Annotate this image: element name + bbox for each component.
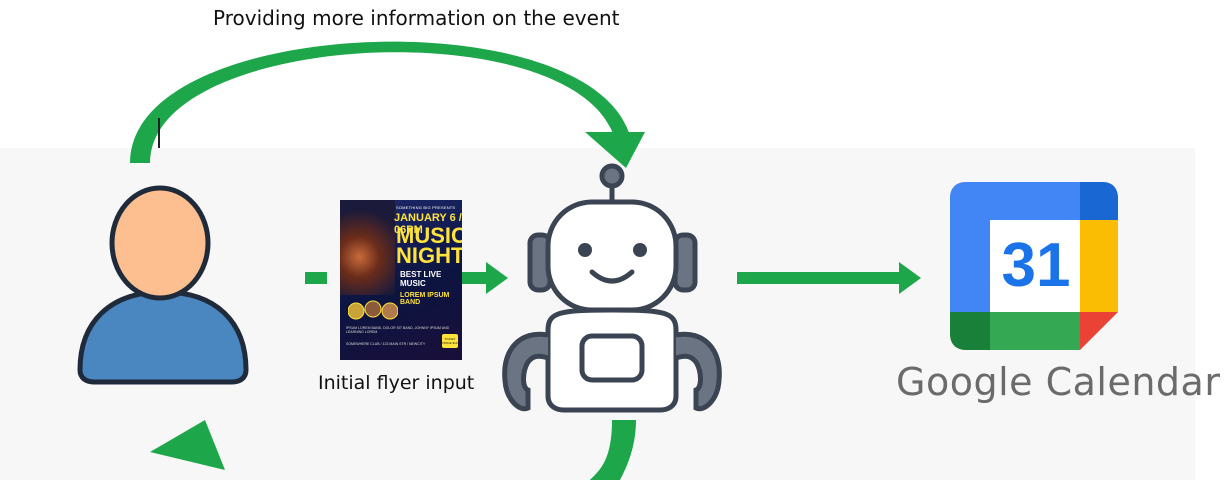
flyer-ticket: TICKET PRICE $10 xyxy=(442,334,458,348)
robot-icon xyxy=(502,163,722,413)
flyer-ticket-text: TICKET PRICE $10 xyxy=(442,337,458,345)
google-calendar-icon xyxy=(950,182,1118,350)
flyer-subtitle: BEST LIVE MUSIC xyxy=(400,270,442,288)
flyer-lineup: IPSUM LOREM BAND, DOLOR SIT BAND, JOHNNY… xyxy=(346,326,450,334)
arrow-robot-to-calendar xyxy=(737,262,921,294)
arrow-person-to-flyer xyxy=(305,272,327,284)
flyer-title: MUSIC NIGHT xyxy=(396,223,462,268)
google-calendar-label: Google Calendar xyxy=(896,360,1221,404)
user-icon xyxy=(77,185,249,385)
feedback-arrow-top xyxy=(130,41,645,168)
flyer-band: LOREM IPSUM BAND xyxy=(400,292,450,306)
flyer-image: SOMETHING BIG PRESENTS JANUARY 6 / 06PM … xyxy=(340,200,462,360)
arrow-flyer-to-robot xyxy=(462,262,508,294)
flyer-title-line2: NIGHT xyxy=(396,243,462,268)
flyer-date: JANUARY 6 / 06PM xyxy=(394,212,462,236)
flyer-venue: SOMEWHERE CLUB / 123 MAIN STR / NEWCITY xyxy=(346,342,426,346)
top-caption: Providing more information on the event xyxy=(213,6,620,30)
flyer-caption: Initial flyer input xyxy=(318,372,475,394)
feedback-arrow-bottom xyxy=(150,420,636,480)
guitarist-image xyxy=(340,200,395,295)
calendar-day-number: 31 xyxy=(1001,231,1071,300)
flyer-header: SOMETHING BIG PRESENTS xyxy=(396,205,456,210)
band-photos xyxy=(348,300,398,320)
flyer-title-line1: MUSIC xyxy=(396,223,462,248)
